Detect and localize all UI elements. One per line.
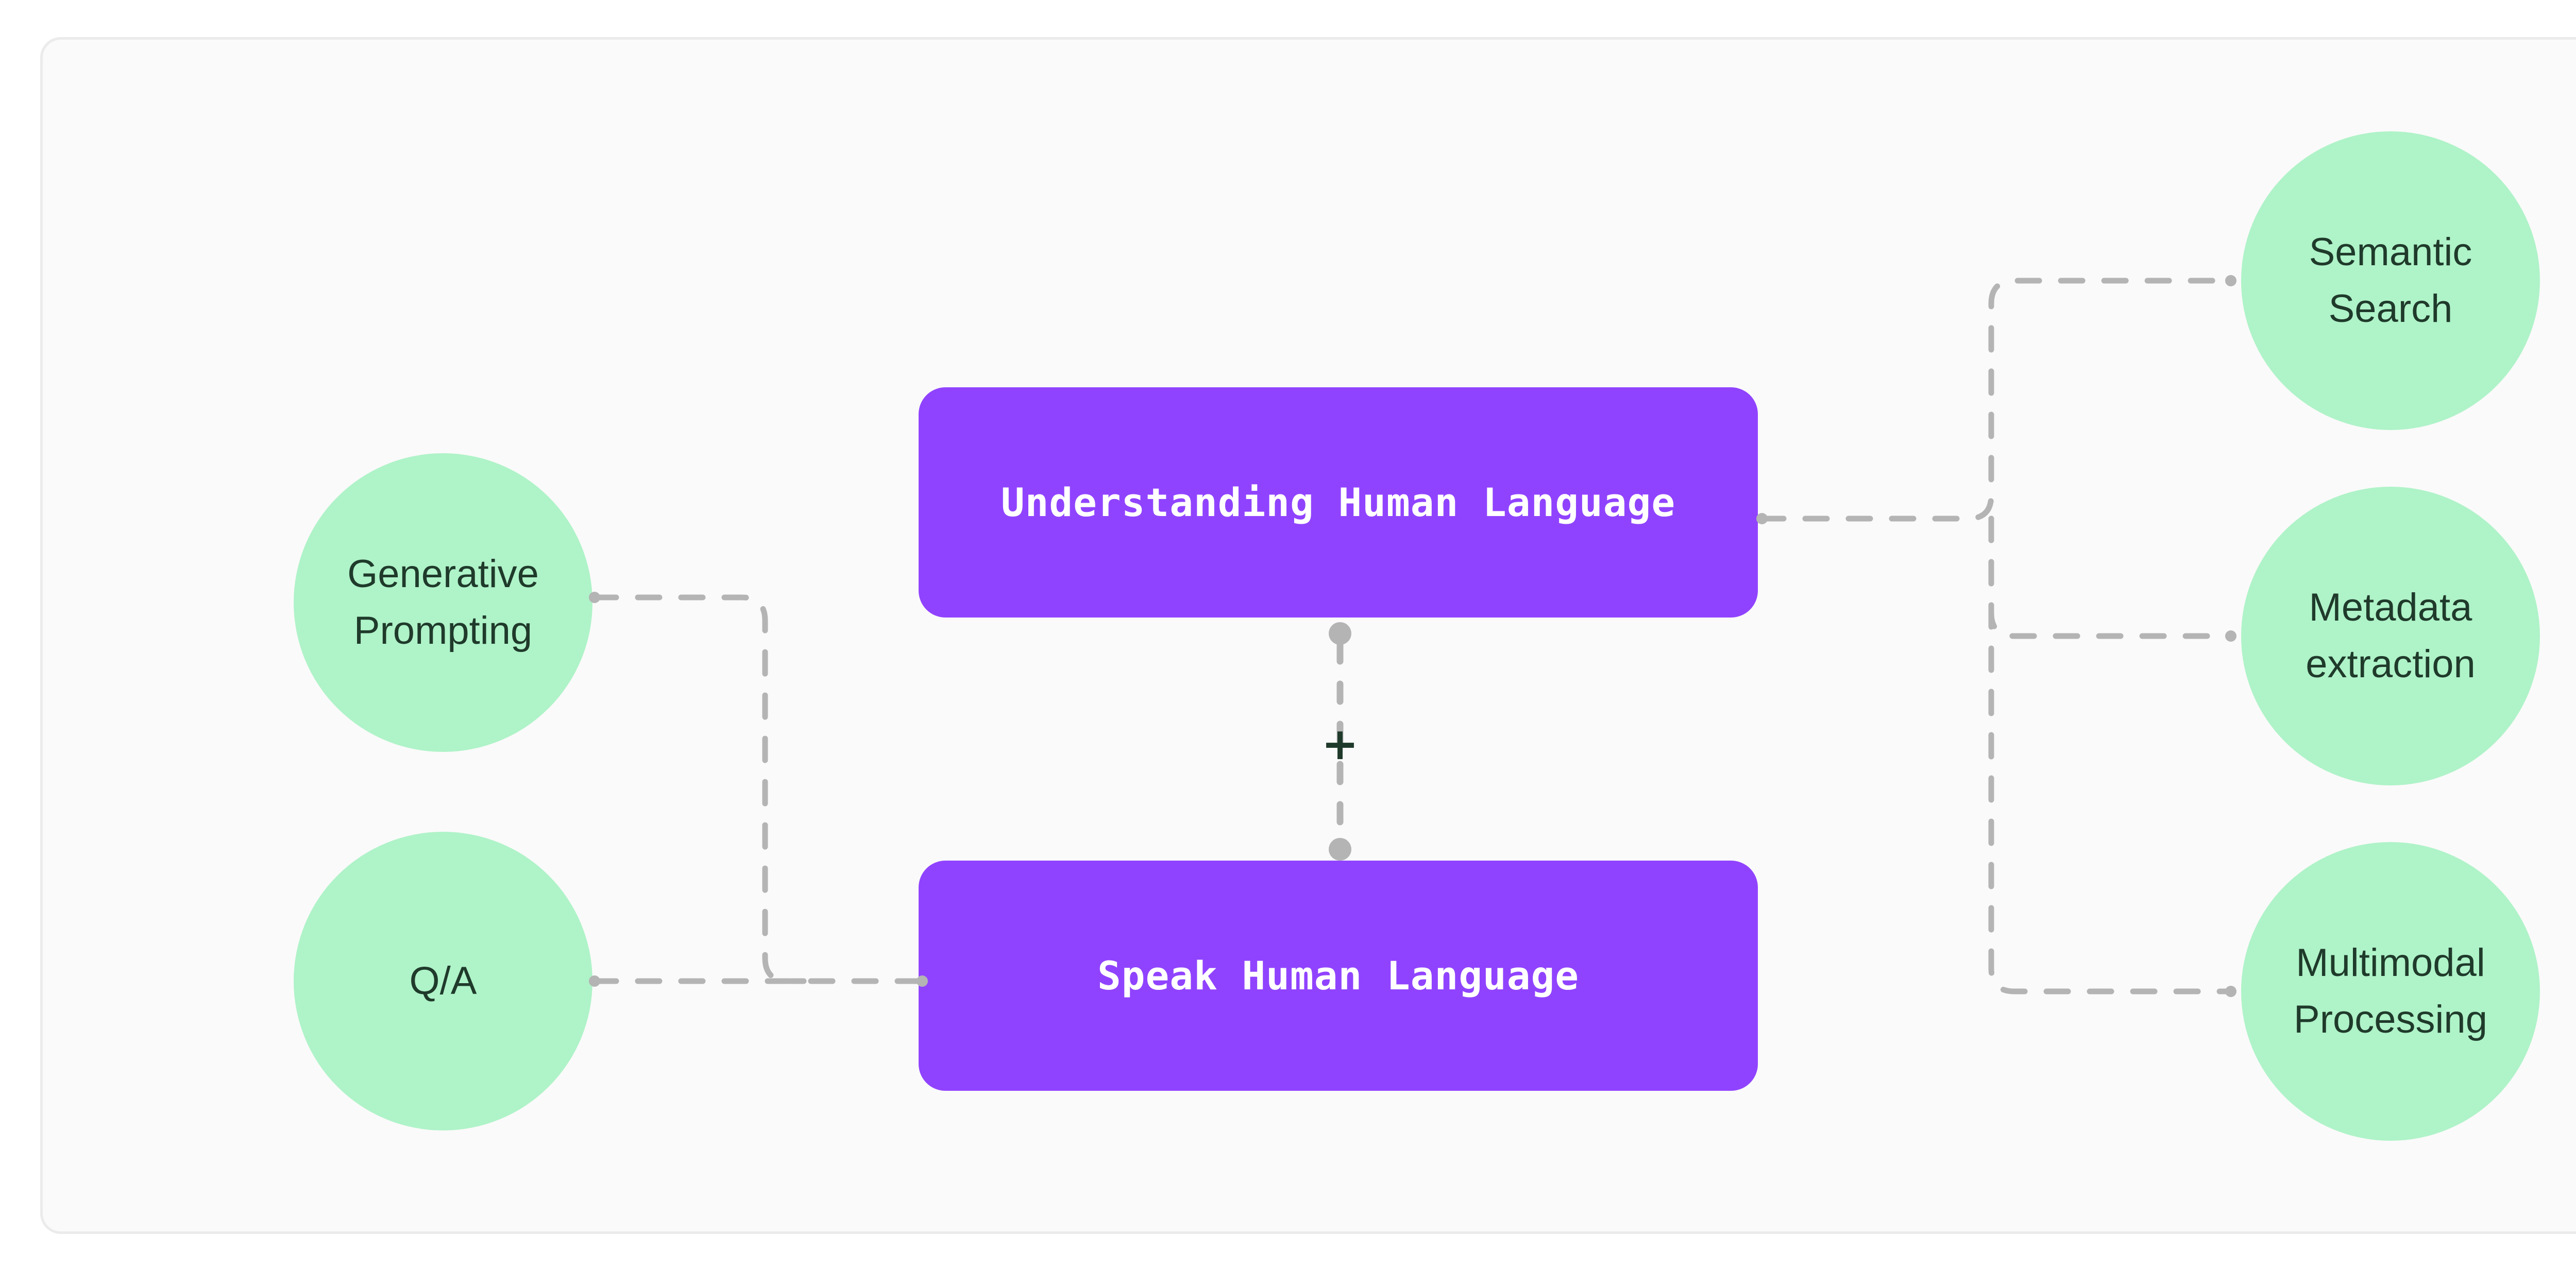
node-qa[interactable]: Q/A bbox=[294, 832, 592, 1130]
node-qa-label: Q/A bbox=[409, 958, 477, 1003]
node-metadata-extraction-label: Metadata extraction bbox=[2306, 585, 2476, 686]
node-multimodal-processing[interactable]: Multimodal Processing bbox=[2241, 842, 2540, 1141]
handle-understanding-out[interactable] bbox=[1756, 513, 1768, 524]
handle-metadata-extraction-in[interactable] bbox=[2225, 630, 2236, 642]
node-speak-human-language-label: Speak Human Language bbox=[1097, 952, 1580, 999]
handle-qa-out[interactable] bbox=[589, 975, 600, 987]
node-understanding-human-language[interactable]: Understanding Human Language bbox=[919, 387, 1758, 618]
handle-speak-top[interactable] bbox=[1329, 838, 1351, 861]
handle-generative-prompting-out[interactable] bbox=[589, 592, 600, 603]
node-speak-human-language[interactable]: Speak Human Language bbox=[919, 861, 1758, 1091]
handle-multimodal-processing-in[interactable] bbox=[2225, 986, 2236, 997]
node-semantic-search[interactable]: Semantic Search bbox=[2241, 131, 2540, 430]
handle-semantic-search-in[interactable] bbox=[2225, 275, 2236, 286]
node-semantic-search-label: Semantic Search bbox=[2309, 230, 2472, 331]
plus-operator-symbol: + bbox=[1321, 718, 1359, 770]
plus-operator-icon: + bbox=[1314, 718, 1366, 770]
node-generative-prompting-label: Generative Prompting bbox=[347, 552, 539, 653]
node-understanding-human-language-label: Understanding Human Language bbox=[1001, 479, 1676, 525]
node-multimodal-processing-label: Multimodal Processing bbox=[2294, 940, 2487, 1041]
handle-speak-in[interactable] bbox=[917, 975, 928, 987]
node-generative-prompting[interactable]: Generative Prompting bbox=[294, 453, 592, 752]
handle-understanding-bottom[interactable] bbox=[1329, 622, 1351, 645]
node-metadata-extraction[interactable]: Metadata extraction bbox=[2241, 487, 2540, 785]
